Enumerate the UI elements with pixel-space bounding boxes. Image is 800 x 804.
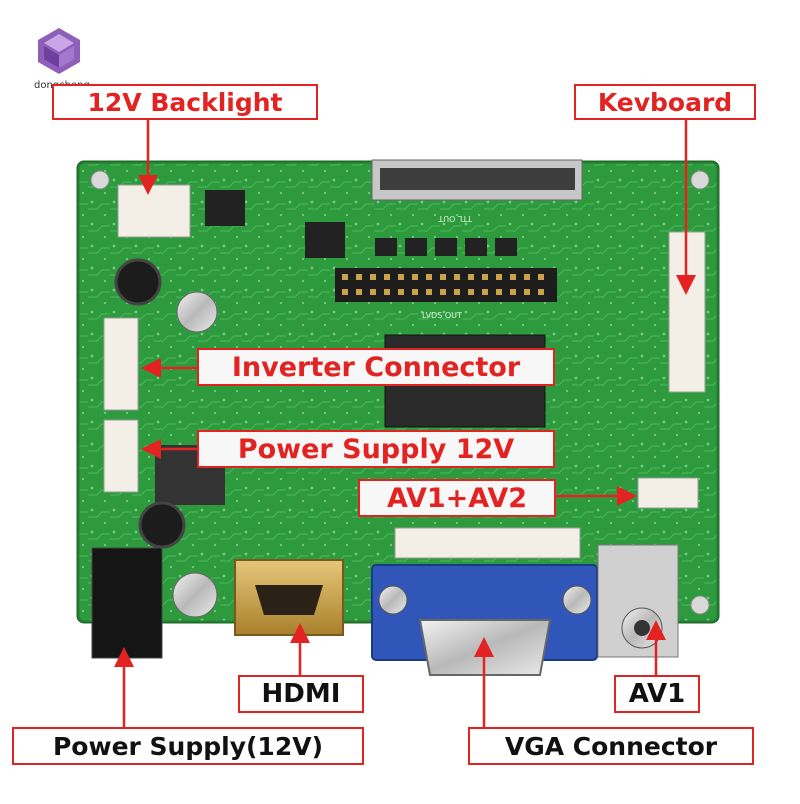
backlight-connector — [117, 184, 191, 238]
power-connector — [103, 419, 139, 493]
label-inverter-connector: Inverter Connector — [197, 348, 555, 386]
label-vga-connector: VGA Connector — [468, 727, 754, 765]
label-hdmi: HDMI — [238, 675, 364, 713]
label-12v-backlight: 12V Backlight — [52, 84, 318, 120]
cube-logo-icon — [38, 28, 80, 74]
label-keyboard: Kevboard — [574, 84, 756, 120]
dc-jack — [91, 547, 163, 659]
label-av1: AV1 — [614, 675, 700, 713]
av-connector — [637, 477, 699, 509]
label-power-supply-12v: Power Supply 12V — [197, 430, 555, 468]
lvds-out-text: LVDS OUT — [422, 311, 462, 320]
lvds-header — [335, 268, 557, 302]
label-power-supply: Power Supply(12V) — [12, 727, 364, 765]
ttl-out-text: TTL OUT — [438, 214, 473, 223]
inductor — [114, 258, 162, 306]
inverter-connector — [103, 317, 139, 411]
label-av1-av2: AV1+AV2 — [358, 479, 556, 517]
